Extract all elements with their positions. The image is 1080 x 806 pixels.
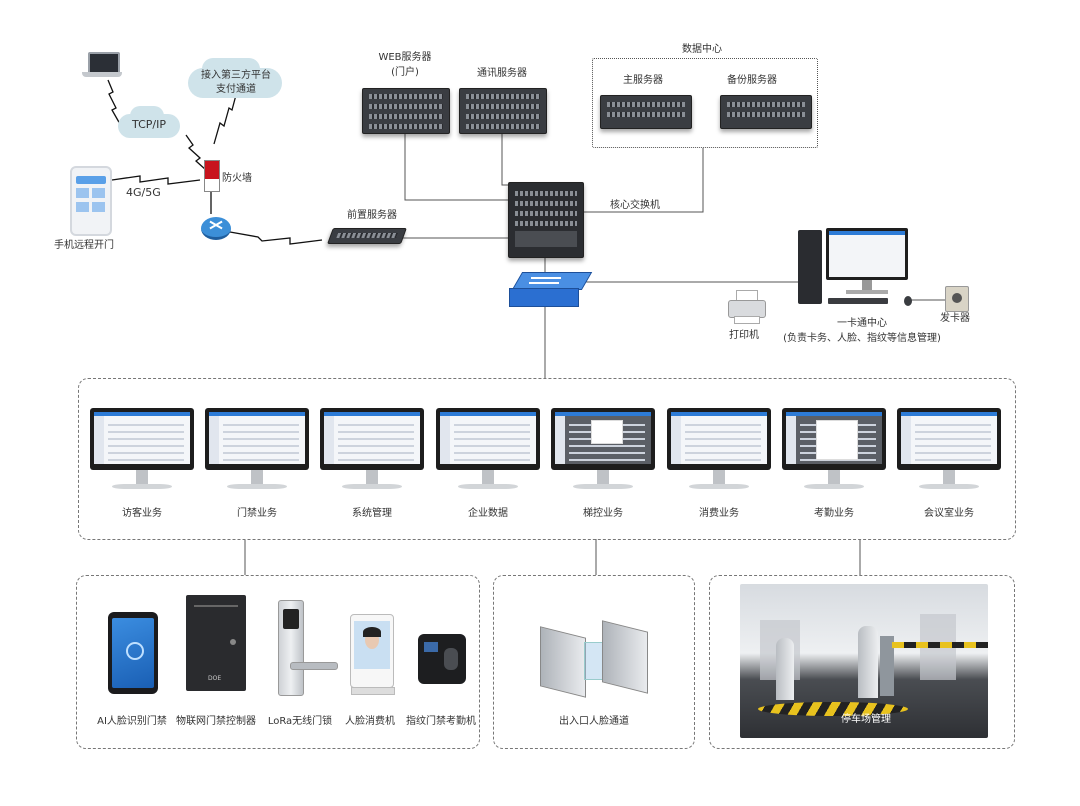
service-monitor-icon	[782, 408, 886, 496]
backup-server-icon	[720, 95, 812, 129]
front-server-icon	[327, 228, 407, 244]
service-monitor-icon	[897, 408, 1001, 496]
web-server-icon	[362, 88, 450, 134]
service-label: 门禁业务	[237, 508, 277, 519]
backup-server-label: 备份服务器	[727, 75, 777, 86]
card-issuer-label: 发卡器	[940, 313, 970, 324]
data-center-label: 数据中心	[682, 44, 722, 55]
device-label-3: 人脸消费机	[345, 716, 395, 727]
turnstile-gate-icon	[540, 616, 650, 698]
face-payment-terminal-icon	[350, 614, 395, 695]
services-panel	[78, 378, 1016, 540]
device-label-2: LoRa无线门锁	[267, 716, 333, 727]
face-recognition-tablet-icon	[108, 612, 158, 694]
service-monitor-icon	[667, 408, 771, 496]
fingerprint-terminal-icon	[418, 634, 466, 684]
service-label: 会议室业务	[924, 508, 974, 519]
gate-label: 出入口人脸通道	[559, 716, 629, 727]
wireless-lock-icon	[278, 600, 338, 696]
service-label: 消费业务	[699, 508, 739, 519]
comm-server-icon	[459, 88, 547, 134]
laptop-icon	[82, 52, 122, 82]
service-monitor-icon	[90, 408, 194, 496]
parking-label: 停车场管理	[841, 714, 891, 725]
network-switch-icon	[509, 272, 593, 307]
web-server-label: WEB服务器	[378, 52, 432, 63]
service-label: 考勤业务	[814, 508, 854, 519]
comm-server-label: 通讯服务器	[477, 68, 527, 79]
web-server-sublabel: (门户)	[391, 67, 419, 78]
printer-label: 打印机	[729, 330, 759, 341]
parking-scene-image: 停车场管理	[740, 584, 988, 738]
service-label: 访客业务	[122, 508, 162, 519]
controller-brand: DOE	[208, 675, 222, 682]
card-center-title: 一卡通中心	[837, 318, 887, 329]
pc-monitor-icon	[826, 228, 910, 298]
card-center-desc: (负责卡务、人脸、指纹等信息管理)	[783, 333, 941, 344]
access-controller-icon: DOE	[186, 595, 246, 691]
devices-panel	[76, 575, 480, 749]
firewall-label: 防火墙	[222, 173, 252, 184]
main-server-label: 主服务器	[623, 75, 663, 86]
card-issuer-icon	[945, 286, 969, 312]
parking-panel	[709, 575, 1015, 749]
service-monitor-icon	[320, 408, 424, 496]
main-server-icon	[600, 95, 692, 129]
router-icon	[201, 217, 231, 240]
payment-channel-label: 支付通道	[216, 84, 256, 95]
service-monitor-icon	[436, 408, 540, 496]
service-monitor-icon	[551, 408, 655, 496]
pc-tower-icon	[798, 230, 822, 304]
keyboard-icon	[828, 298, 888, 304]
firewall-icon	[204, 160, 220, 192]
third-party-label: 接入第三方平台	[201, 70, 271, 81]
front-server-label: 前置服务器	[347, 210, 397, 221]
phone-icon	[70, 166, 112, 236]
mobile-net-label: 4G/5G	[126, 186, 161, 199]
device-label-1: 物联网门禁控制器	[176, 716, 256, 727]
device-label-4: 指纹门禁考勤机	[406, 716, 476, 727]
core-switch-icon	[508, 182, 584, 258]
printer-icon	[728, 290, 766, 324]
core-switch-label: 核心交换机	[610, 200, 660, 211]
service-label: 系统管理	[352, 508, 392, 519]
service-label: 企业数据	[468, 508, 508, 519]
tcpip-label: TCP/IP	[132, 118, 166, 131]
device-label-0: AI人脸识别门禁	[97, 716, 167, 727]
gate-panel	[493, 575, 695, 749]
data-center-box	[592, 58, 818, 148]
mouse-icon	[904, 296, 912, 306]
mobile-remote-label: 手机远程开门	[54, 240, 114, 251]
service-label: 梯控业务	[583, 508, 623, 519]
service-monitor-icon	[205, 408, 309, 496]
